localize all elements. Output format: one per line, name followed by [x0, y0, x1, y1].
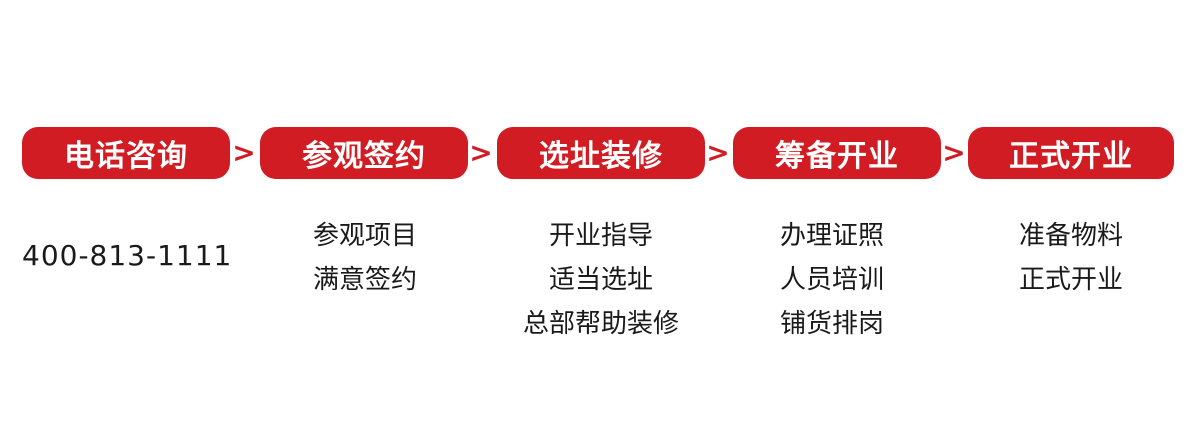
- detail-line: 正式开业: [1018, 265, 1123, 295]
- detail-line: 参观项目: [312, 221, 417, 251]
- detail-line: 人员培训: [779, 265, 884, 295]
- step-phone-consult[interactable]: 电话咨询: [22, 127, 230, 179]
- arrow-icon: >: [706, 136, 730, 169]
- detail-line: 铺货排岗: [779, 309, 884, 339]
- phone-number: 400-813-1111: [22, 239, 233, 272]
- arrow-icon: >: [942, 136, 966, 169]
- step-site-renovation[interactable]: 选址装修: [497, 127, 705, 179]
- visit-sign-details: 参观项目 满意签约: [255, 214, 475, 302]
- detail-line: 办理证照: [779, 221, 884, 251]
- step-official-opening[interactable]: 正式开业: [968, 127, 1174, 179]
- step-label: 参观签约: [302, 139, 426, 174]
- step-label: 筹备开业: [775, 139, 899, 174]
- detail-line: 满意签约: [312, 265, 417, 295]
- prepare-opening-details: 办理证照 人员培训 铺货排岗: [722, 214, 942, 346]
- step-label: 正式开业: [1009, 139, 1133, 174]
- detail-line: 总部帮助装修: [522, 309, 679, 339]
- step-visit-sign[interactable]: 参观签约: [260, 127, 468, 179]
- official-opening-details: 准备物料 正式开业: [961, 214, 1181, 302]
- step-prepare-opening[interactable]: 筹备开业: [733, 127, 941, 179]
- site-renovation-details: 开业指导 适当选址 总部帮助装修: [491, 214, 711, 346]
- step-label: 选址装修: [539, 139, 663, 174]
- detail-line: 准备物料: [1018, 221, 1123, 251]
- detail-line: 适当选址: [548, 265, 653, 295]
- arrow-icon: >: [232, 136, 256, 169]
- arrow-icon: >: [469, 136, 493, 169]
- step-label: 电话咨询: [64, 139, 188, 174]
- detail-line: 开业指导: [548, 221, 653, 251]
